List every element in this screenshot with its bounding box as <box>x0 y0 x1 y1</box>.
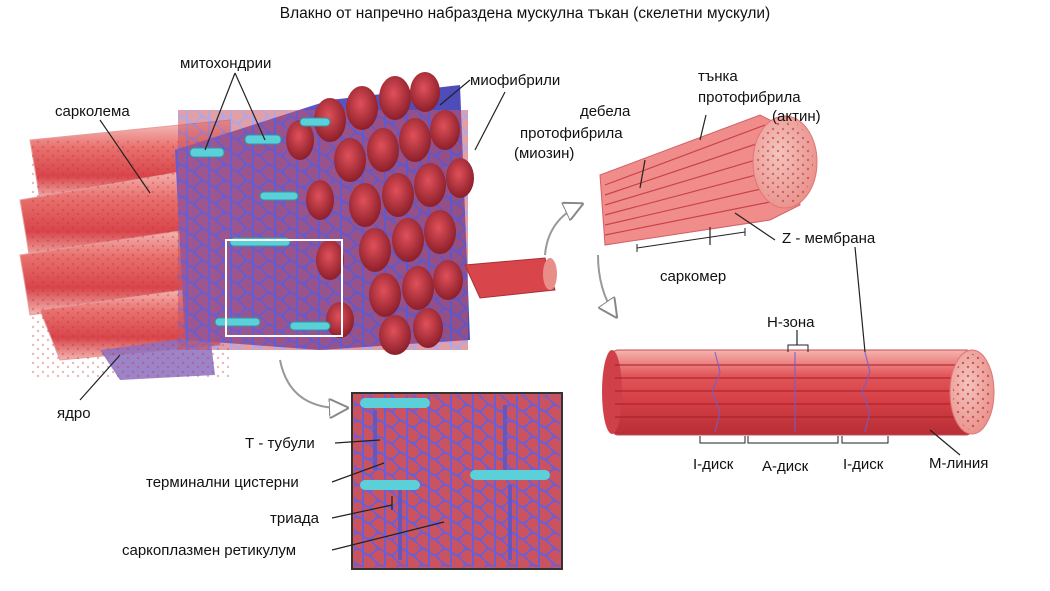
label-thin-protofibril-2: протофибрила <box>698 89 801 106</box>
leader-lines <box>79 72 961 551</box>
label-m-line: М-линия <box>929 455 989 472</box>
label-terminal-cisternae: терминални цистерни <box>146 474 299 491</box>
label-t-tubules: Т - тубули <box>245 435 315 452</box>
inset-zoom <box>351 392 563 570</box>
label-sarcoplasmic-reticulum: саркоплазмен ретикулум <box>122 542 297 559</box>
label-mitochondria: митохондрии <box>180 55 272 72</box>
myofibril-ends <box>286 72 474 355</box>
label-thick-protofibril-3: (миозин) <box>514 145 575 162</box>
muscle-fiber-bundle <box>19 72 557 380</box>
label-sarcolemma: сарколема <box>55 103 130 120</box>
label-i-disc-right: I-диск <box>843 456 884 473</box>
label-triad: триада <box>270 510 320 527</box>
label-thick-protofibril-1: дебела <box>580 103 631 120</box>
label-myofibrils: миофибрили <box>470 72 561 89</box>
myofibril-zoom <box>599 114 818 252</box>
sarcomere-bracket <box>636 228 746 252</box>
label-a-disc: А-диск <box>762 458 809 475</box>
diagram-title: Влакно от напречно набраздена мускулна т… <box>279 5 771 22</box>
label-nucleus: ядро <box>57 405 91 422</box>
label-z-membrane: Z - мембрана <box>782 230 876 247</box>
label-sarcomere: саркомер <box>660 268 727 285</box>
zoom-region-box <box>225 239 343 337</box>
zoom-arrows <box>279 205 615 408</box>
label-thin-protofibril-3: (актин) <box>772 108 821 125</box>
label-i-disc-left: I-диск <box>693 456 734 473</box>
sarcomere-cylinder <box>602 344 995 444</box>
label-thick-protofibril-2: протофибрила <box>520 125 623 142</box>
label-h-zone: Н-зона <box>767 314 815 331</box>
label-thin-protofibril-1: тънка <box>698 68 738 85</box>
mitochondria-shapes <box>189 117 331 331</box>
single-myofibril <box>464 257 556 299</box>
